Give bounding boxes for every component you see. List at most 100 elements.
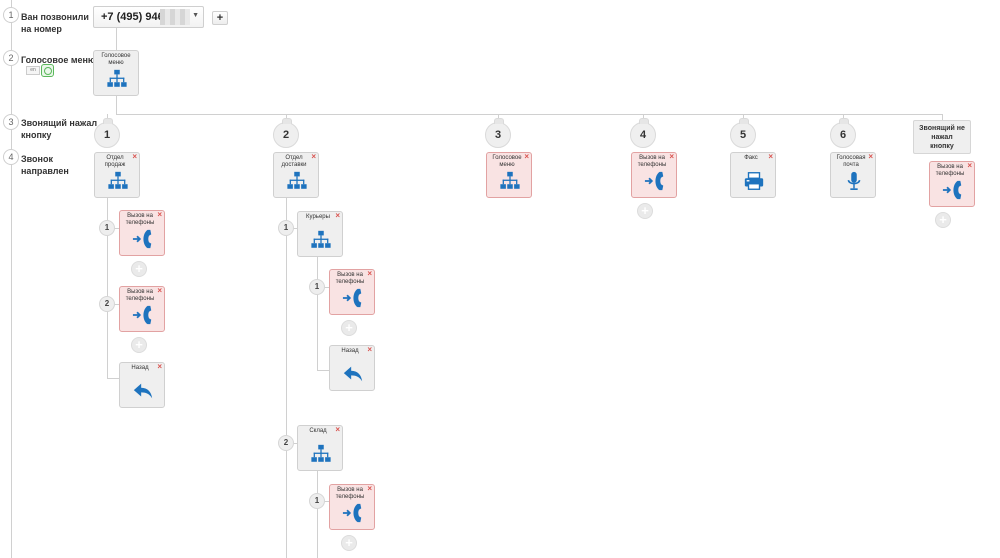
connector-line [942, 114, 943, 120]
warehouse-card[interactable]: Склад × [297, 425, 343, 471]
chevron-down-icon: ▼ [192, 12, 199, 19]
add-circle-icon[interactable]: + [637, 203, 653, 219]
org-tree-icon [310, 443, 332, 465]
phone-forward-icon [132, 304, 154, 326]
step-number: 1 [3, 7, 19, 23]
card-label: Склад [309, 428, 327, 434]
connector-line [107, 198, 108, 378]
back-card[interactable]: Назад × [119, 362, 165, 408]
org-tree-icon [286, 170, 308, 192]
step-label-line: Звонящий нажал [21, 118, 98, 128]
fax-card[interactable]: Факс × [730, 152, 776, 198]
card-label: Факс [744, 155, 758, 161]
step-label: Звонок направлен [21, 153, 69, 177]
connector-line [286, 198, 287, 558]
connector-line [116, 28, 117, 50]
close-icon[interactable]: × [335, 211, 340, 220]
close-icon[interactable]: × [868, 152, 873, 161]
phone-forward-icon [342, 502, 364, 524]
connector-line [317, 471, 318, 558]
key-branch-4[interactable]: 4 [630, 118, 656, 148]
key-branch-3[interactable]: 3 [485, 118, 511, 148]
add-circle-icon[interactable]: + [935, 212, 951, 228]
close-icon[interactable]: × [768, 152, 773, 161]
step-axis-line [11, 0, 12, 558]
step-label: Ван позвонили на номер [21, 11, 89, 35]
org-tree-icon [310, 229, 332, 251]
fax-icon [743, 170, 765, 192]
play-greeting-icon[interactable] [41, 64, 54, 77]
close-icon[interactable]: × [367, 269, 372, 278]
sub-key-number: 1 [99, 220, 115, 236]
phone-forward-icon [942, 179, 964, 201]
card-label: Назад [341, 348, 359, 354]
sub-key-number: 1 [309, 279, 325, 295]
org-tree-icon [106, 68, 128, 90]
key-branch-6[interactable]: 6 [830, 118, 856, 148]
language-selector[interactable]: en [26, 66, 40, 75]
close-icon[interactable]: × [367, 484, 372, 493]
close-icon[interactable]: × [524, 152, 529, 161]
step-label-line: Ван позвонили [21, 12, 89, 22]
branch-bar [116, 114, 942, 115]
key-branch-5[interactable]: 5 [730, 118, 756, 148]
key-branch-1[interactable]: 1 [94, 118, 120, 148]
close-icon[interactable]: × [669, 152, 674, 161]
add-circle-icon[interactable]: + [131, 261, 147, 277]
microphone-icon [843, 170, 865, 192]
org-tree-icon [499, 170, 521, 192]
add-circle-icon[interactable]: + [131, 337, 147, 353]
phone-number-select[interactable]: +7 (495) 946- ▼ [93, 6, 204, 28]
close-icon[interactable]: × [157, 210, 162, 219]
phone-number-text: +7 (495) 946- [101, 11, 168, 23]
close-icon[interactable]: × [157, 362, 162, 371]
phone-forward-icon [132, 228, 154, 250]
org-tree-icon [107, 170, 129, 192]
hidden-digits [160, 9, 190, 25]
card-label: Назад [131, 365, 149, 371]
connector-line [107, 378, 119, 379]
connector-line [317, 257, 318, 370]
step-number: 4 [3, 149, 19, 165]
card-label: Курьеры [306, 214, 330, 220]
close-icon[interactable]: × [311, 152, 316, 161]
back-card[interactable]: Назад × [329, 345, 375, 391]
sub-key-number: 1 [309, 493, 325, 509]
step-label-line: направлен [21, 166, 69, 176]
close-icon[interactable]: × [335, 425, 340, 434]
step-label: Звонящий нажал кнопку [21, 117, 97, 141]
sub-key-number: 2 [278, 435, 294, 451]
close-icon[interactable]: × [132, 152, 137, 161]
close-icon[interactable]: × [967, 161, 972, 170]
sub-key-number: 1 [278, 220, 294, 236]
add-circle-icon[interactable]: + [341, 535, 357, 551]
close-icon[interactable]: × [157, 286, 162, 295]
step-number: 2 [3, 50, 19, 66]
couriers-card[interactable]: Курьеры × [297, 211, 343, 257]
connector-line [317, 370, 329, 371]
back-arrow-icon [132, 380, 154, 402]
close-icon[interactable]: × [367, 345, 372, 354]
phone-forward-icon [342, 287, 364, 309]
add-number-button[interactable]: + [212, 11, 228, 25]
key-branch-2[interactable]: 2 [273, 118, 299, 148]
add-circle-icon[interactable]: + [341, 320, 357, 336]
